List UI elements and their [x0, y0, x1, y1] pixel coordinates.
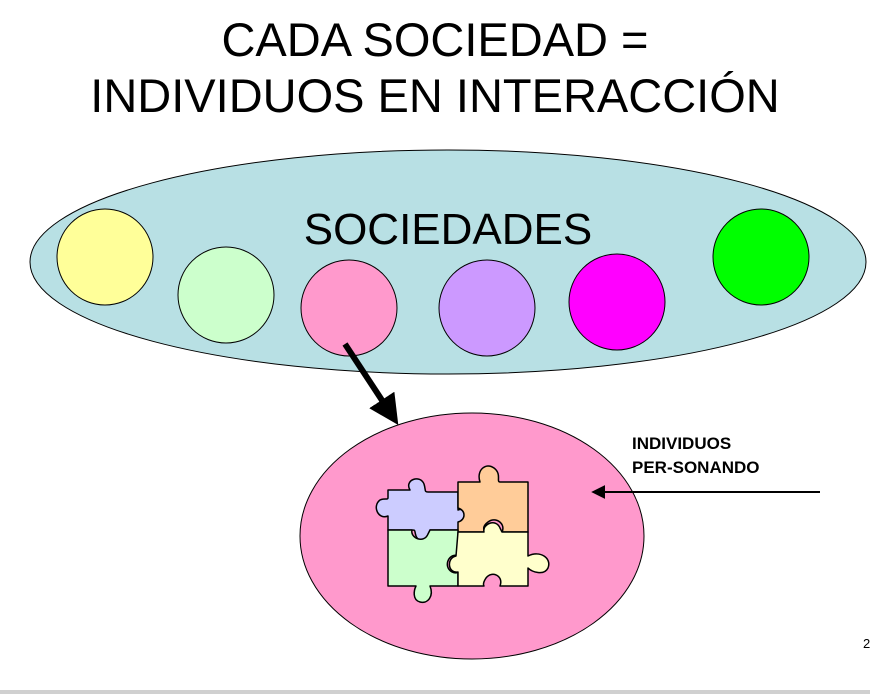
individual-circle-yellow	[56, 208, 154, 306]
individual-circle-lavender	[438, 259, 536, 357]
bottom-divider	[0, 690, 870, 694]
slide-title: CADA SOCIEDAD = INDIVIDUOS EN INTERACCIÓ…	[0, 12, 870, 124]
societies-label: SOCIEDADES	[304, 205, 593, 254]
individual-circle-magenta	[568, 253, 666, 351]
individual-circle-pink	[300, 259, 398, 357]
individual-circle-light-green	[177, 246, 275, 344]
page-number: 2	[863, 636, 870, 651]
individual-circle-green	[712, 208, 810, 306]
individuals-label: INDIVIDUOS PER-SONANDO	[632, 432, 760, 480]
title-line-1: CADA SOCIEDAD =	[221, 13, 649, 66]
individuals-label-line-2: PER-SONANDO	[632, 458, 760, 477]
puzzle-icon	[375, 465, 550, 604]
individuals-label-line-1: INDIVIDUOS	[632, 434, 732, 453]
zoom-arrow	[342, 342, 399, 426]
title-line-2: INDIVIDUOS EN INTERACCIÓN	[90, 69, 780, 122]
